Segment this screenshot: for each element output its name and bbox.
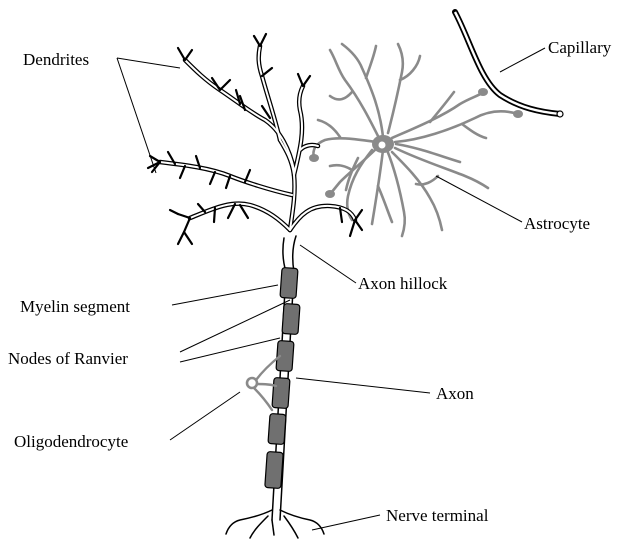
label-myelin-segment: Myelin segment bbox=[20, 297, 130, 316]
label-astrocyte: Astrocyte bbox=[524, 214, 590, 233]
neuron bbox=[148, 34, 362, 538]
label-nodes-of-ranvier: Nodes of Ranvier bbox=[8, 349, 128, 368]
label-axon-hillock: Axon hillock bbox=[358, 274, 448, 293]
label-capillary: Capillary bbox=[548, 38, 612, 57]
label-axon: Axon bbox=[436, 384, 474, 403]
label-oligodendrocyte: Oligodendrocyte bbox=[14, 432, 128, 451]
leader-lines bbox=[117, 48, 545, 530]
label-nerve-terminal: Nerve terminal bbox=[386, 506, 489, 525]
label-dendrites: Dendrites bbox=[23, 50, 89, 69]
myelin-segments bbox=[265, 267, 300, 488]
capillary bbox=[455, 12, 563, 117]
